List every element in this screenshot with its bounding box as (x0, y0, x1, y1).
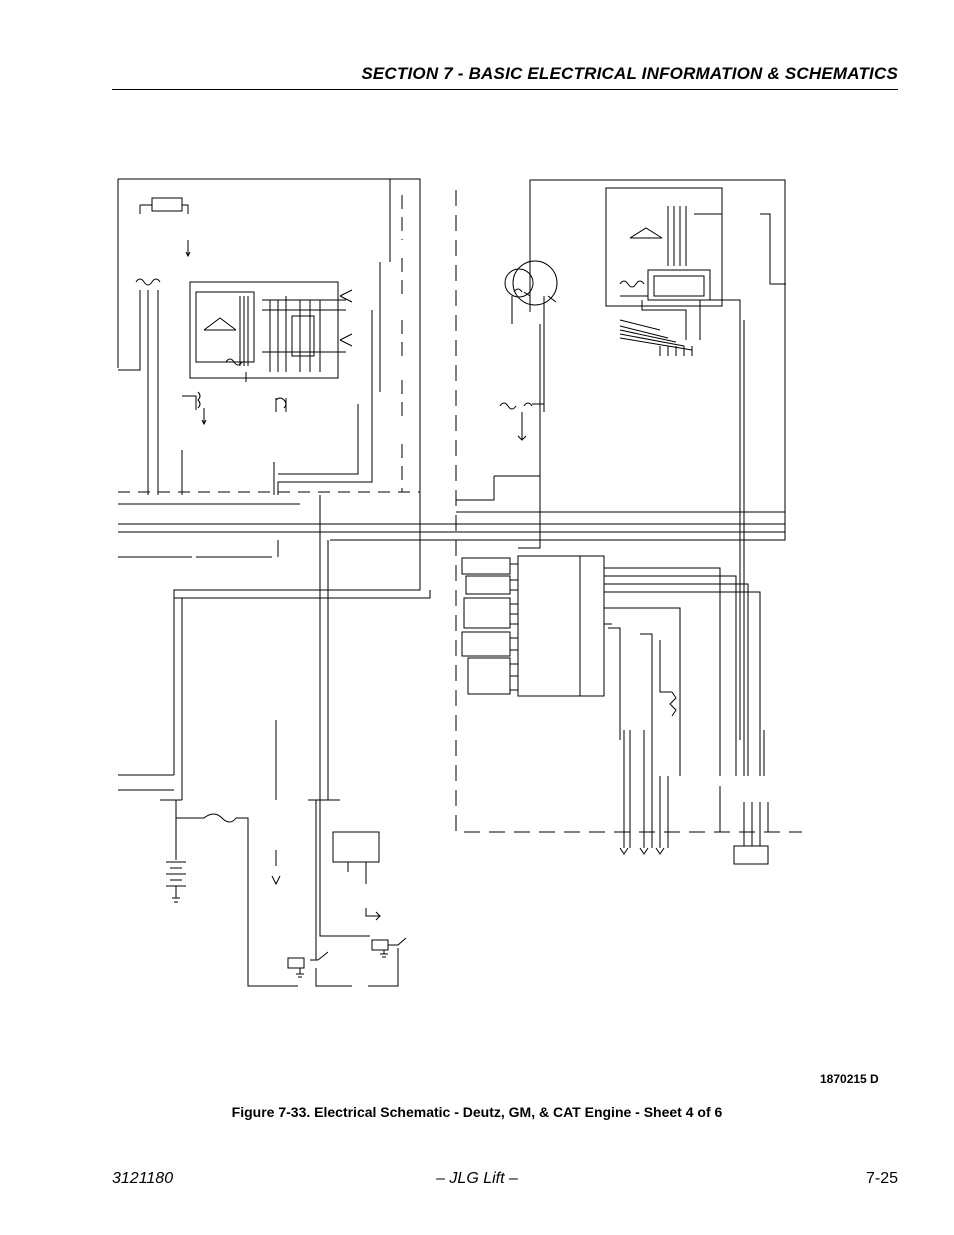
section-title: SECTION 7 - BASIC ELECTRICAL INFORMATION… (361, 64, 898, 83)
left-schematic-group (117, 178, 786, 987)
company-name: – JLG Lift – (436, 1170, 518, 1187)
figure-caption: Figure 7-33. Electrical Schematic - Deut… (231, 1104, 723, 1120)
right-schematic-group (455, 187, 802, 865)
header-divider (112, 89, 898, 90)
document-number: 3121180 (112, 1170, 174, 1187)
drawing-number: 1870215 D (820, 1072, 879, 1086)
page-number: 7-25 (865, 1170, 898, 1187)
